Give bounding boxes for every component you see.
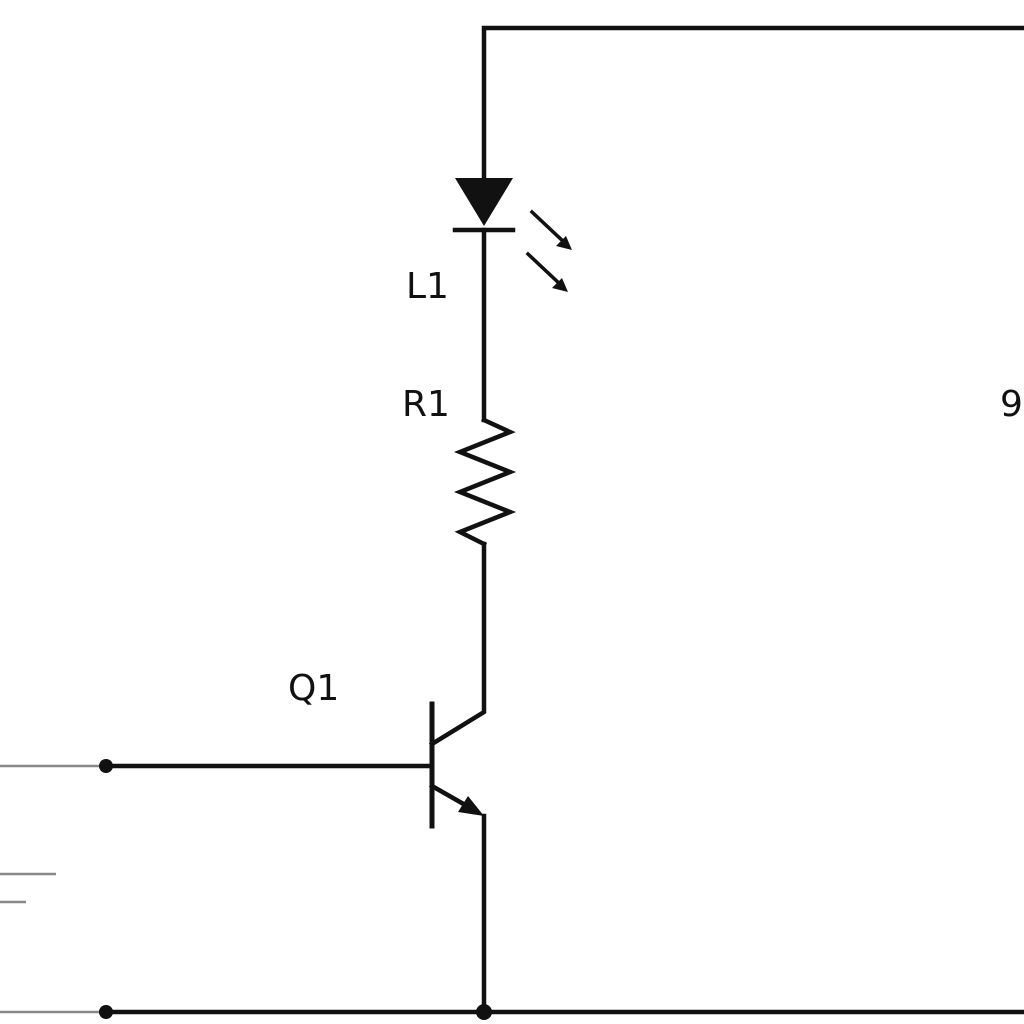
ground-terminal-dot — [99, 1005, 113, 1019]
resistor-collector-wire — [428, 541, 487, 748]
partial-source-icon — [0, 872, 56, 904]
supply-label-partial: 9 — [1000, 384, 1023, 425]
resistor-icon — [453, 417, 517, 548]
resistor-label: R1 — [402, 384, 450, 425]
junction-dot — [476, 1004, 492, 1020]
top-wire — [481, 25, 1024, 181]
led-icon — [452, 178, 572, 292]
npn-transistor-icon — [428, 701, 484, 829]
led-label: L1 — [406, 266, 449, 307]
base-terminal-dot — [99, 759, 113, 773]
transistor-label: Q1 — [288, 668, 339, 709]
light-arrows-icon — [525, 209, 572, 292]
